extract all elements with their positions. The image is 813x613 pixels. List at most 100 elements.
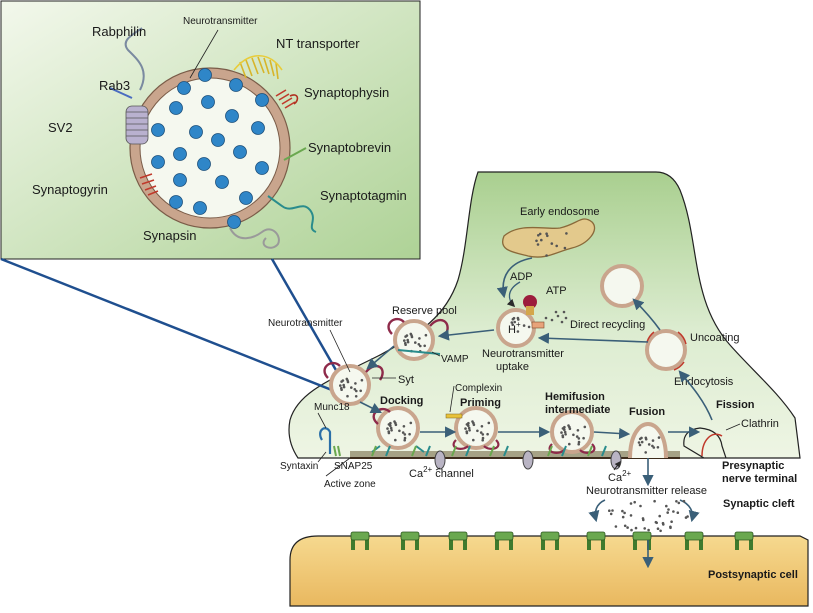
neurotransmitter-dot [169,195,183,209]
neurotransmitter-dot [255,93,269,107]
vesicle-content-dot [644,451,647,454]
vesicle-content-dot [342,385,346,389]
reserve-pool-vesicle: Reserve pool VAMP [387,305,469,365]
neurotransmitter-dot [239,191,253,205]
released-nt-dot [675,500,678,503]
label-atp: ATP [546,285,567,297]
label-syt: Syt [398,374,414,386]
neurotransmitter-dot [173,147,187,161]
neurotransmitter-dot [173,173,187,187]
label-nt-transporter: NT transporter [276,36,360,51]
uptake-nt-dot [556,314,560,318]
vesicle-content-dot [577,440,581,444]
fusion-pore: Fusion [628,406,668,459]
receptor [586,531,606,541]
vesicle-content-dot [583,425,587,429]
snare-strand [587,445,593,457]
vesicle-content-dot [568,442,571,446]
vesicle-content-dot [577,437,581,440]
vesicle-content-dot [577,442,580,446]
label-nt-uptake-2: uptake [496,361,529,373]
vesicle-content-dot [563,430,567,434]
ca-ion-label: Ca2+ [608,461,632,484]
vesicle-content-dot [418,337,421,340]
vesicle-content-dot [510,321,514,324]
vesicle-content-dot [479,431,483,434]
vesicle-content-dot [638,443,642,447]
vesicle-content-dot [408,432,411,436]
receptor [494,531,514,541]
vesicle-content-dot [516,316,520,320]
recycled-vesicle-top [600,264,644,308]
neurotransmitter-dot [198,68,212,82]
uptake-nt-dot [560,320,564,324]
receptor [448,531,468,541]
vesicle-content-dot [340,388,343,392]
vesicle-content-dot [472,438,475,442]
label-fusion: Fusion [629,406,665,418]
neurotransmitter-dot [169,101,183,115]
label-neurotransmitter-terminal: Neurotransmitter [268,318,343,329]
snare-strand [385,445,391,457]
priming-vesicle: Priming Complexin [445,383,502,450]
released-nt-dot [633,500,636,504]
neurotransmitter-dot [215,175,229,189]
label-active-zone: Active zone [324,479,376,490]
released-nt-dot [672,510,675,513]
vesicle-content-dot [398,429,401,433]
released-nt-dot [643,527,646,530]
snare-complexes [371,445,607,457]
vesicle-content-dot [572,433,575,437]
vesicle-content-dot [538,232,542,236]
snare-strand [425,445,431,457]
atpase-stalk [526,306,534,315]
vesicle-content-dot [414,341,417,344]
released-nt-dot [629,502,633,505]
vesicle-content-dot [576,429,580,432]
released-nt-dot [682,499,686,503]
rab3-protein [109,87,133,99]
vesicle-content-dot [403,436,407,440]
label-complexin: Complexin [455,383,502,394]
released-nt-dot [661,521,665,525]
receptor [734,531,754,541]
neurotransmitter-dot [177,81,191,95]
vesicle-content-dot [424,333,428,337]
neurotransmitter-dot [233,145,247,159]
neurotransmitter-dot [151,123,165,137]
label-hemifusion-2: intermediate [545,404,610,416]
released-nt-dot [676,511,680,514]
label-docking: Docking [380,395,423,407]
label-neurotransmitter-inset: Neurotransmitter [183,16,258,27]
vesicle-content-dot [516,330,520,333]
snare-strand [503,445,509,457]
label-postsynaptic-cell: Postsynaptic cell [708,569,798,581]
vesicle-content-dot [522,324,526,327]
released-nt-dot [665,504,668,508]
snare-strand [451,445,457,457]
vesicle-content-dot [637,441,641,444]
vesicle-content-dot [564,433,567,436]
label-synaptic-cleft: Synaptic cleft [723,498,795,510]
vesicle-content-dot [390,429,393,432]
vesicle-content-dot [481,433,485,436]
vesicle-content-dot [403,433,407,436]
vesicle-content-dot [647,443,651,446]
synaptophysin [275,89,299,109]
vesicle-content-dot [511,317,515,321]
snare-strand [561,445,567,457]
vesicle-content-dot [387,431,391,435]
uptake-nt-dot [554,310,558,314]
neurotransmitter-dot [251,121,265,135]
vesicle-content-dot [394,438,397,442]
neurotransmitter-leader [189,29,219,79]
uptake-nt-dot [562,310,566,314]
vesicle-content-dot [404,343,407,347]
vesicle-content-dot [638,437,642,441]
vesicle-content-dot [401,431,405,434]
released-nt-dot [623,524,627,528]
vesicle-content-dot [342,383,346,387]
released-nt-dot [647,528,650,532]
vesicle-content-dot [340,380,343,383]
uptake-vesicle: ADP ATP H + Neurotransmitter uptake [482,271,567,373]
